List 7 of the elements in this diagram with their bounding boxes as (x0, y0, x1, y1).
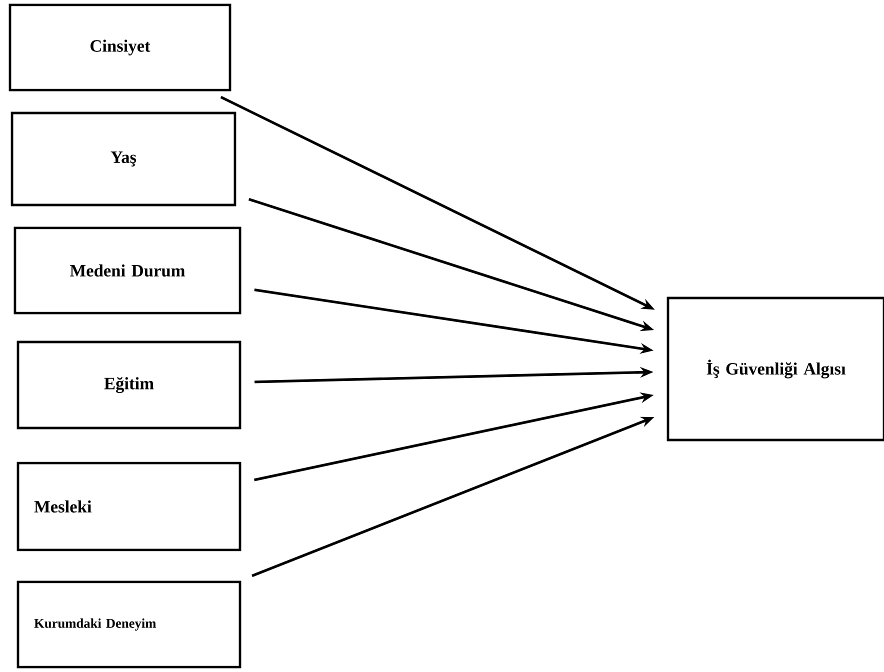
box: Mesleki (16, 462, 242, 552)
box: Kurumdaki Deneyim (16, 580, 242, 668)
box: Yaş (10, 112, 236, 206)
box: İş Güvenliği Algısı (666, 296, 884, 442)
box: Eğitim (16, 340, 242, 430)
box: Cinsiyet (8, 4, 232, 92)
box: Medeni Durum (14, 226, 242, 314)
